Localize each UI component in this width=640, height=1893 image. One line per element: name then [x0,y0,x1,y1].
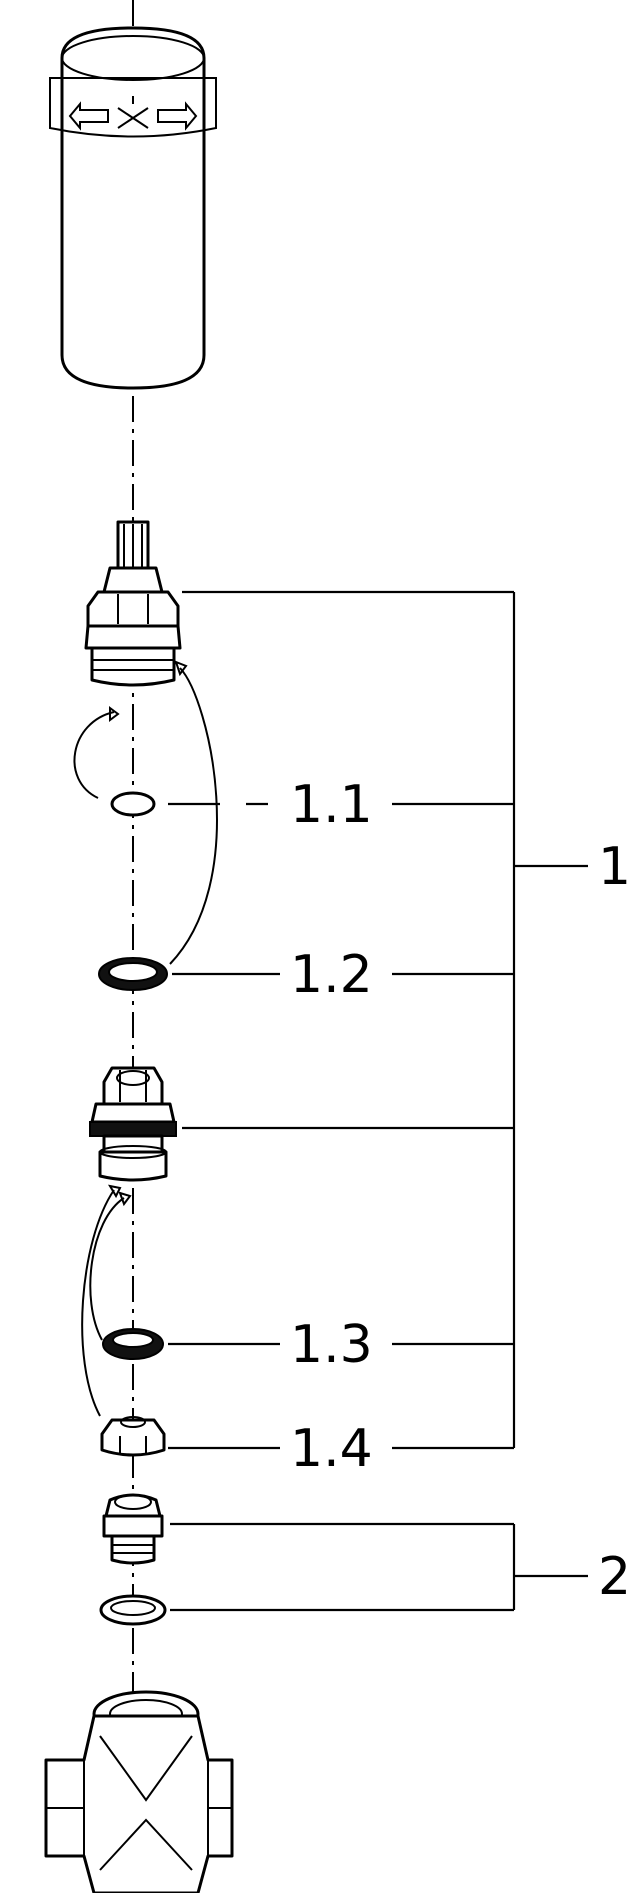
label-group-2: 2 [598,1547,631,1607]
label-group-1: 1 [598,837,631,897]
label-1-4: 1.4 [290,1419,373,1479]
o-ring-small [110,791,156,817]
label-1-3: 1.3 [290,1315,373,1375]
adapter-fitting [102,1493,164,1565]
leader-lines [168,590,588,1612]
label-1-2: 1.2 [290,945,373,1005]
valve-body [44,1690,234,1893]
headpart-cartridge-upper [84,520,182,687]
hex-nut [100,1416,166,1457]
cap-sleeve [49,26,217,390]
label-1-1: 1.1 [290,775,373,835]
assembly-arrows [73,660,218,1417]
headpart-cartridge-lower [89,1066,177,1182]
